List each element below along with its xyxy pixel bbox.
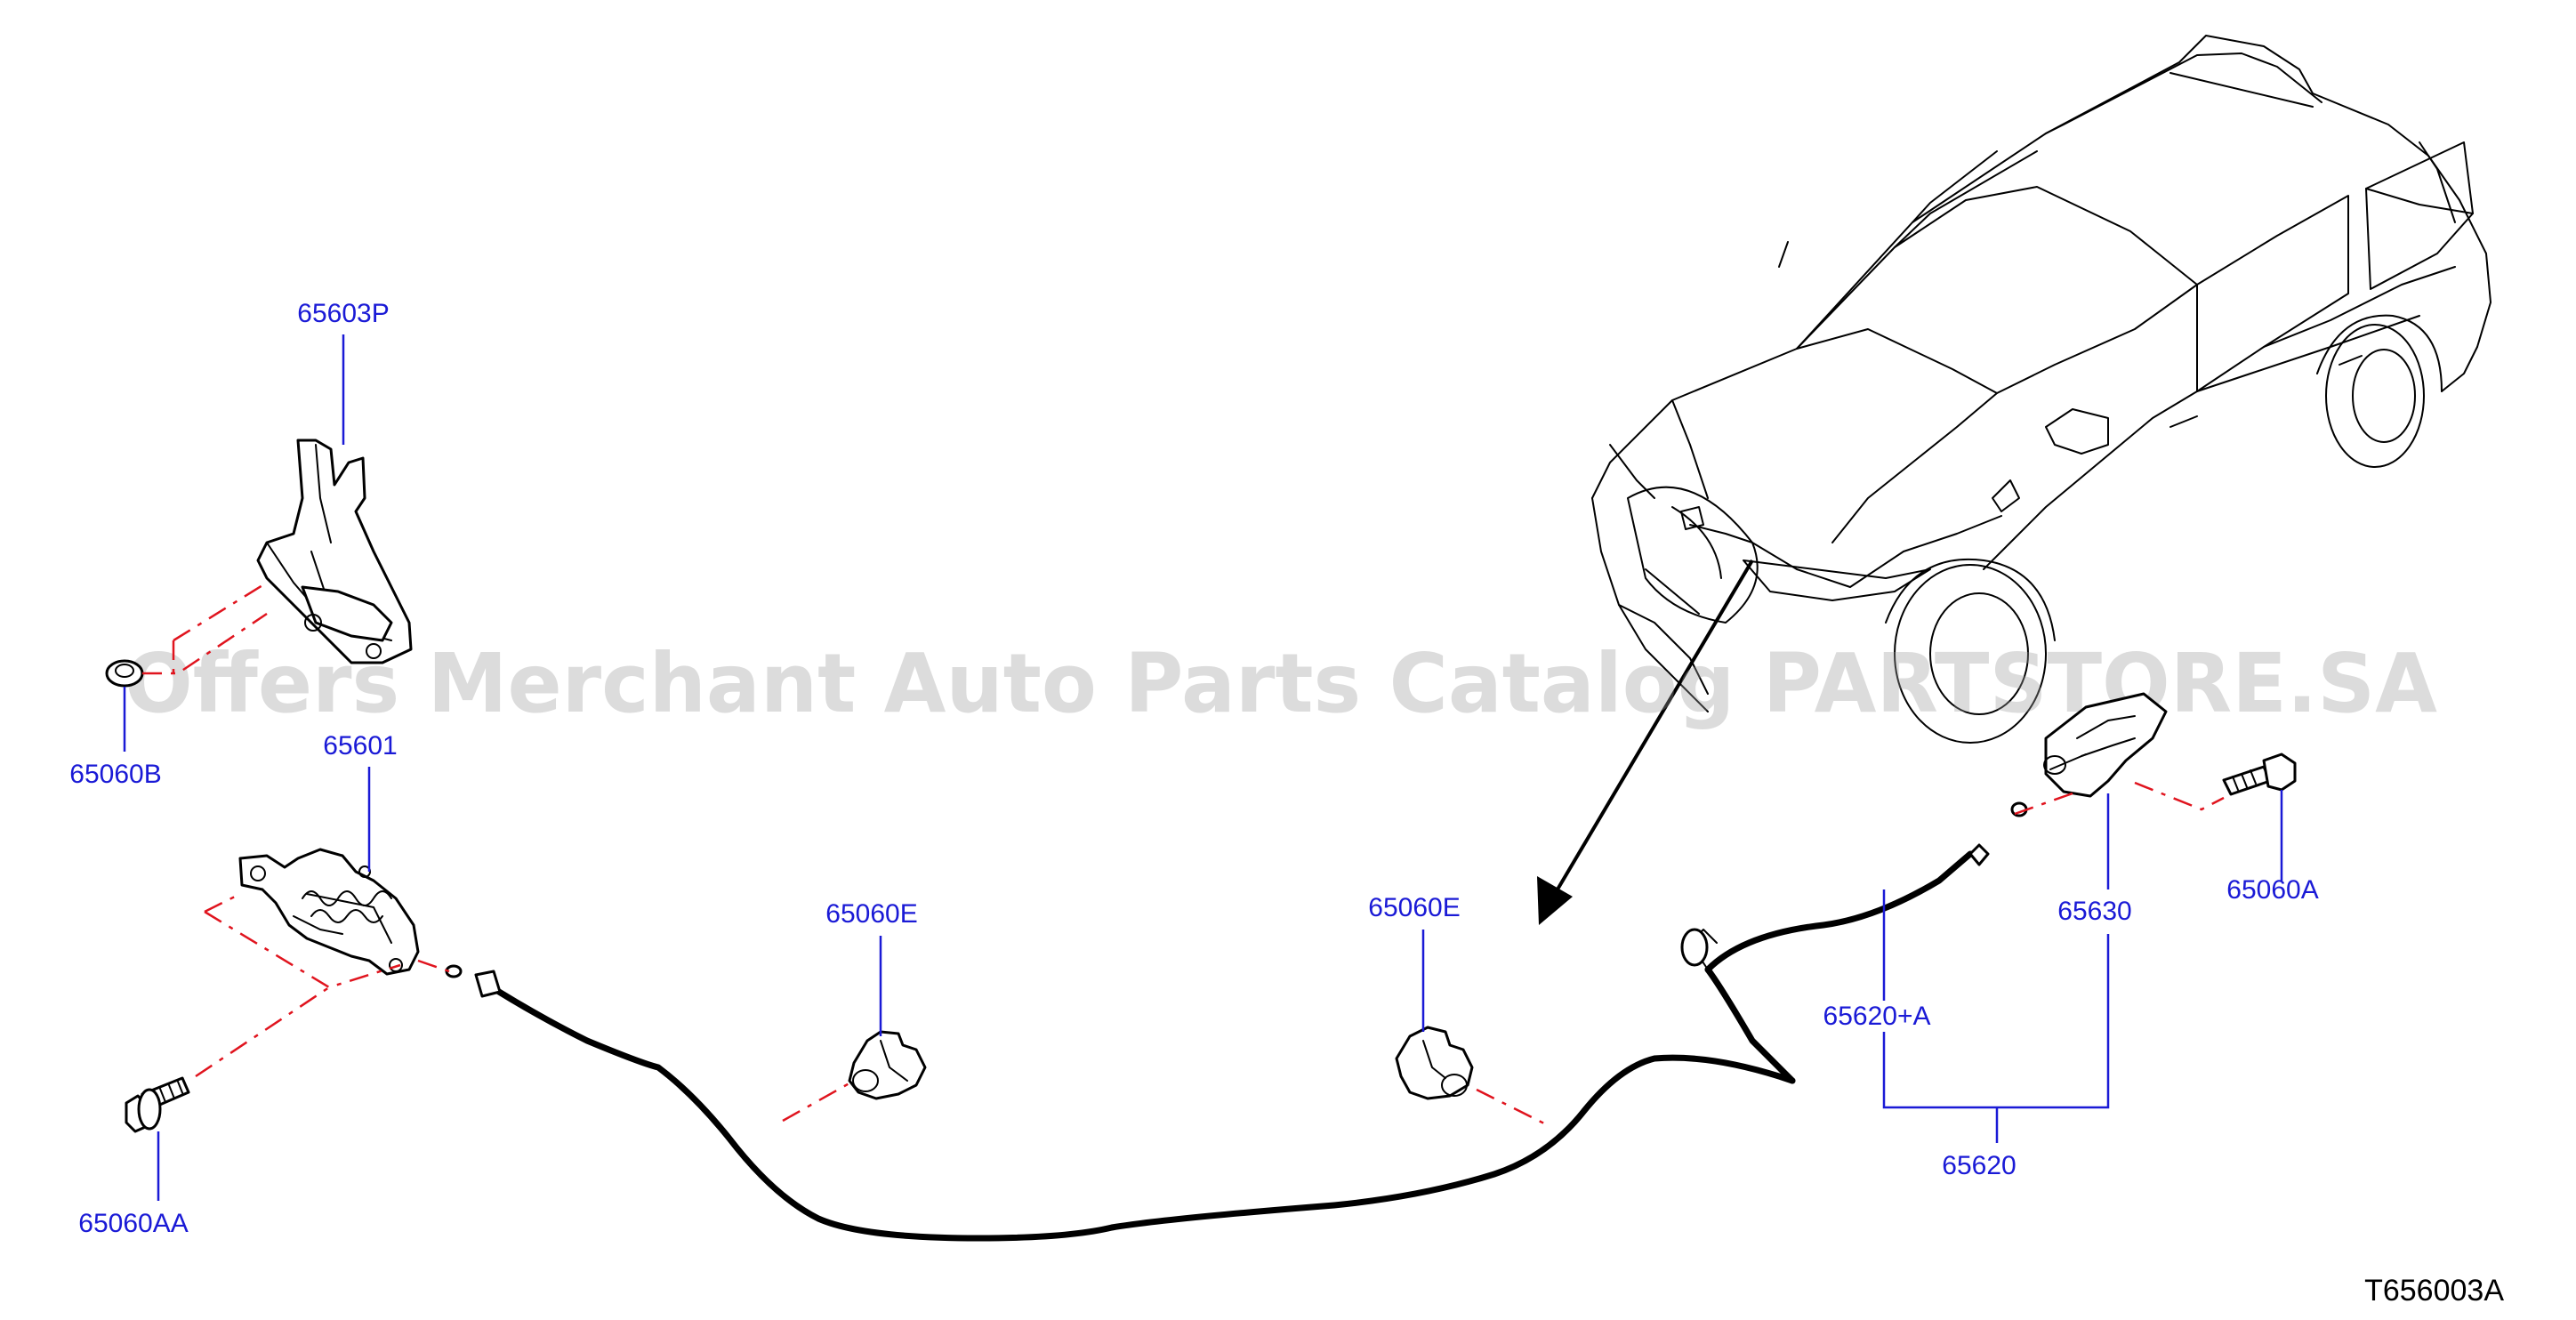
watermark: Offers Merchant Auto Parts Catalog PARTS… (125, 636, 2437, 731)
vehicle-illustration (1591, 35, 2491, 744)
hood-lock-65601 (238, 848, 420, 976)
hood-lock-bracket-65603P (256, 439, 413, 664)
release-handle-65630 (2043, 692, 2168, 798)
diagram-code: T656003A (2364, 1274, 2504, 1308)
part-label-65060E-right: 65060E (1368, 893, 1460, 922)
assembly-lines (142, 581, 2225, 1127)
callout-arrow (1537, 559, 1754, 925)
nut-65060B (105, 659, 144, 688)
part-label-65620A: 65620+A (1823, 1002, 1931, 1031)
part-label-65060AA: 65060AA (78, 1209, 188, 1238)
part-label-65060A: 65060A (2226, 875, 2318, 905)
bolt-65060AA (125, 1076, 190, 1133)
hood-release-cable (445, 801, 2028, 1242)
leader-lines (123, 334, 2283, 1201)
part-label-65060E-left: 65060E (825, 899, 917, 929)
part-label-65620: 65620 (1942, 1151, 2016, 1180)
clip-65060E-right (1395, 1026, 1474, 1100)
clip-65060E-left (848, 1030, 927, 1100)
bolt-65060A (2222, 753, 2297, 796)
part-label-65630: 65630 (2057, 897, 2131, 926)
part-label-65603P: 65603P (297, 299, 389, 328)
part-label-65060B: 65060B (69, 760, 161, 789)
part-label-65601: 65601 (323, 731, 397, 761)
